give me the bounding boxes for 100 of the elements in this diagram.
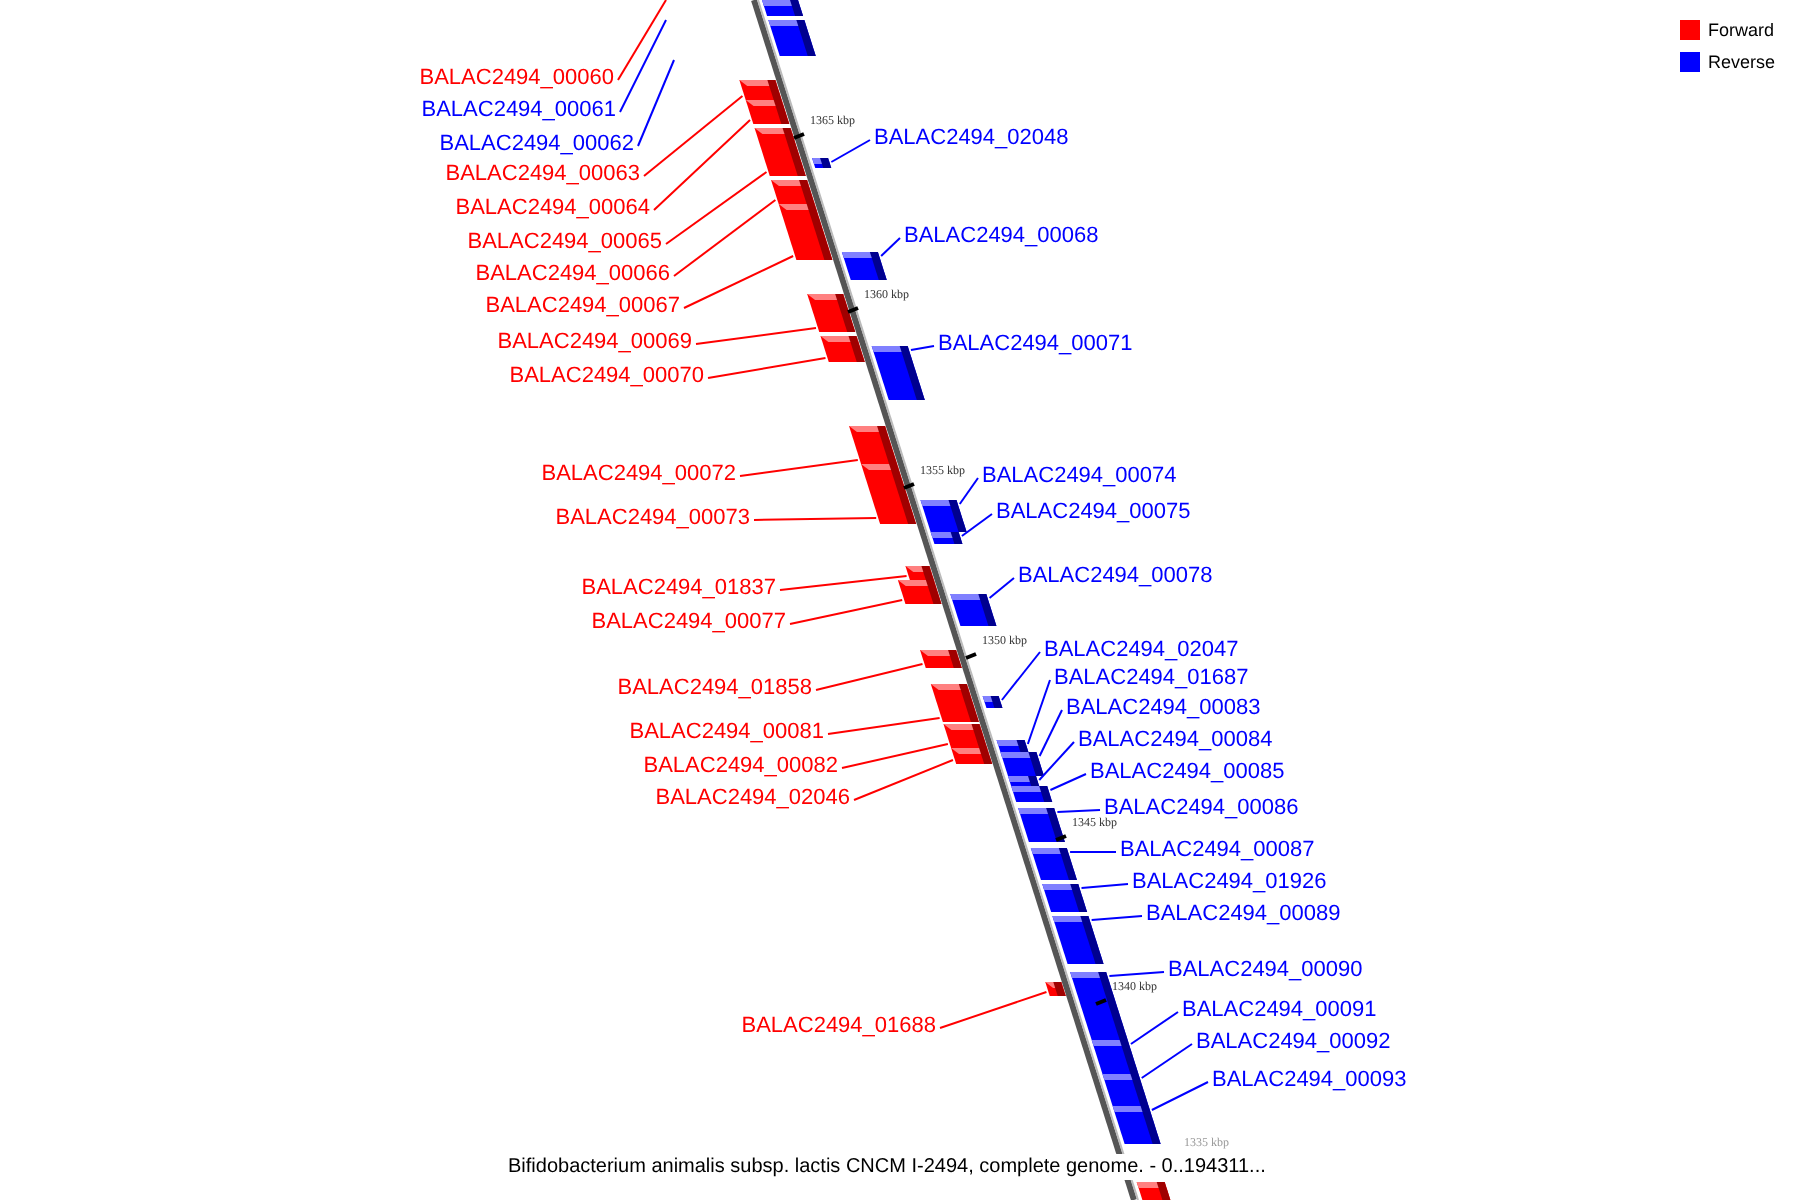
leader-line (653, 119, 752, 211)
leader-line (1049, 773, 1087, 791)
leader-line (909, 345, 935, 351)
leader-line (1026, 679, 1051, 745)
gene-label: BALAC2494_00068 (904, 222, 1099, 250)
gene-label: BALAC2494_01926 (1132, 868, 1327, 896)
leader-line (707, 357, 827, 379)
forward-gene-block (849, 426, 898, 464)
gene-label: BALAC2494_00069 (497, 328, 692, 356)
forward-gene-block (930, 684, 979, 722)
gene-label: BALAC2494_01837 (581, 574, 776, 602)
gene-label: BALAC2494_00084 (1078, 726, 1273, 754)
forward-gene-block (771, 180, 815, 204)
gene-label: BALAC2494_00081 (629, 718, 824, 746)
gene-label: BALAC2494_00065 (467, 228, 662, 256)
leader-line (939, 991, 1048, 1029)
leader-line (880, 237, 901, 257)
forward-gene-block (754, 128, 806, 176)
forward-gene-block (1136, 1182, 1175, 1200)
reverse-gene-block (768, 20, 816, 56)
legend-label: Reverse (1708, 50, 1776, 74)
gene-label: BALAC2494_02048 (874, 124, 1069, 152)
leader-line (1038, 709, 1063, 757)
gene-label: BALAC2494_00075 (996, 498, 1191, 526)
leader-line (958, 477, 979, 505)
leader-line (1150, 1081, 1209, 1111)
forward-gene-block (745, 100, 790, 124)
leader-line (1000, 651, 1041, 701)
forward-gene-block (807, 294, 856, 332)
gene-label: BALAC2494_00087 (1120, 836, 1315, 864)
gene-label: BALAC2494_00074 (982, 462, 1177, 490)
leader-line (1069, 851, 1117, 853)
gene-label: BALAC2494_00064 (455, 194, 650, 222)
leader-line (1140, 1043, 1193, 1079)
gene-label: BALAC2494_02046 (655, 784, 850, 812)
gene-label: BALAC2494_00070 (509, 362, 704, 390)
gene-label: BALAC2494_00083 (1066, 694, 1261, 722)
forward-gene-block (820, 336, 865, 362)
caption: Bifidobacterium animalis subsp. lactis CNCM I-2494, complete genome. - 0..194311... (508, 1154, 1266, 1180)
leader-line (789, 599, 904, 625)
forward-gene-block (905, 566, 934, 580)
forward-gene-block (861, 464, 917, 524)
gene-label: BALAC2494_00082 (643, 752, 838, 780)
reverse-gene-block (841, 252, 887, 280)
gene-label: BALAC2494_00072 (541, 460, 736, 488)
leader-line (827, 717, 941, 735)
gene-label: BALAC2494_00090 (1168, 956, 1363, 984)
gene-label: BALAC2494_00077 (591, 608, 786, 636)
gene-label: BALAC2494_01688 (741, 1012, 936, 1040)
gene-label: BALAC2494_00086 (1104, 794, 1299, 822)
reverse-gene-block (1052, 916, 1104, 964)
gene-label: BALAC2494_00062 (439, 130, 634, 158)
gene-label: BALAC2494_01687 (1054, 664, 1249, 692)
gene-label: BALAC2494_00071 (938, 330, 1133, 358)
leader-line (1080, 883, 1129, 889)
leader-line (988, 577, 1015, 599)
leader-line (841, 743, 949, 769)
leader-line (853, 759, 954, 801)
reverse-gene-block (871, 346, 925, 400)
forward-gene-block (951, 748, 993, 764)
leader-line (617, 0, 667, 81)
forward-gene-block (943, 724, 988, 748)
leader-line (1038, 741, 1075, 781)
gene-label: BALAC2494_00060 (419, 64, 614, 92)
gene-label: BALAC2494_00089 (1146, 900, 1341, 928)
leader-line (673, 199, 777, 277)
leader-line (643, 95, 744, 177)
reverse-gene-block (982, 696, 1003, 708)
reverse-gene-block (950, 594, 997, 626)
reverse-gene-block (996, 740, 1029, 752)
gene-label: BALAC2494_00078 (1018, 562, 1213, 590)
leader-line (960, 513, 993, 537)
reverse-gene-block (1042, 884, 1088, 912)
leader-line (830, 139, 871, 163)
gene-label: BALAC2494_00092 (1196, 1028, 1391, 1056)
leader-line (695, 327, 817, 345)
gene-label: BALAC2494_00061 (421, 96, 616, 124)
forward-gene-block (739, 80, 782, 100)
reverse-gene-block (930, 532, 963, 544)
legend-label: Forward (1708, 18, 1775, 42)
reverse-gene-block (1030, 848, 1077, 880)
gene-label: BALAC2494_02047 (1044, 636, 1239, 664)
reverse-gene-block (762, 0, 804, 16)
gene-label: BALAC2494_00093 (1212, 1066, 1407, 1094)
leader-line (753, 517, 878, 521)
leader-line (1129, 1011, 1179, 1045)
reverse-gene-block (1112, 1106, 1161, 1144)
reverse-gene-block (1102, 1074, 1149, 1106)
forward-gene-block (920, 650, 962, 668)
gene-label: BALAC2494_00063 (445, 160, 640, 188)
leader-line (665, 171, 768, 245)
gene-label: BALAC2494_00067 (485, 292, 680, 320)
reverse-gene-block (1091, 1040, 1139, 1074)
leader-line (739, 459, 859, 477)
gene-label: BALAC2494_00066 (475, 260, 670, 288)
forward-gene-block (1045, 982, 1066, 996)
gene-label: BALAC2494_00091 (1182, 996, 1377, 1024)
reverse-gene-block (1008, 776, 1040, 786)
leader-line (779, 575, 908, 591)
leader-line (637, 59, 675, 147)
